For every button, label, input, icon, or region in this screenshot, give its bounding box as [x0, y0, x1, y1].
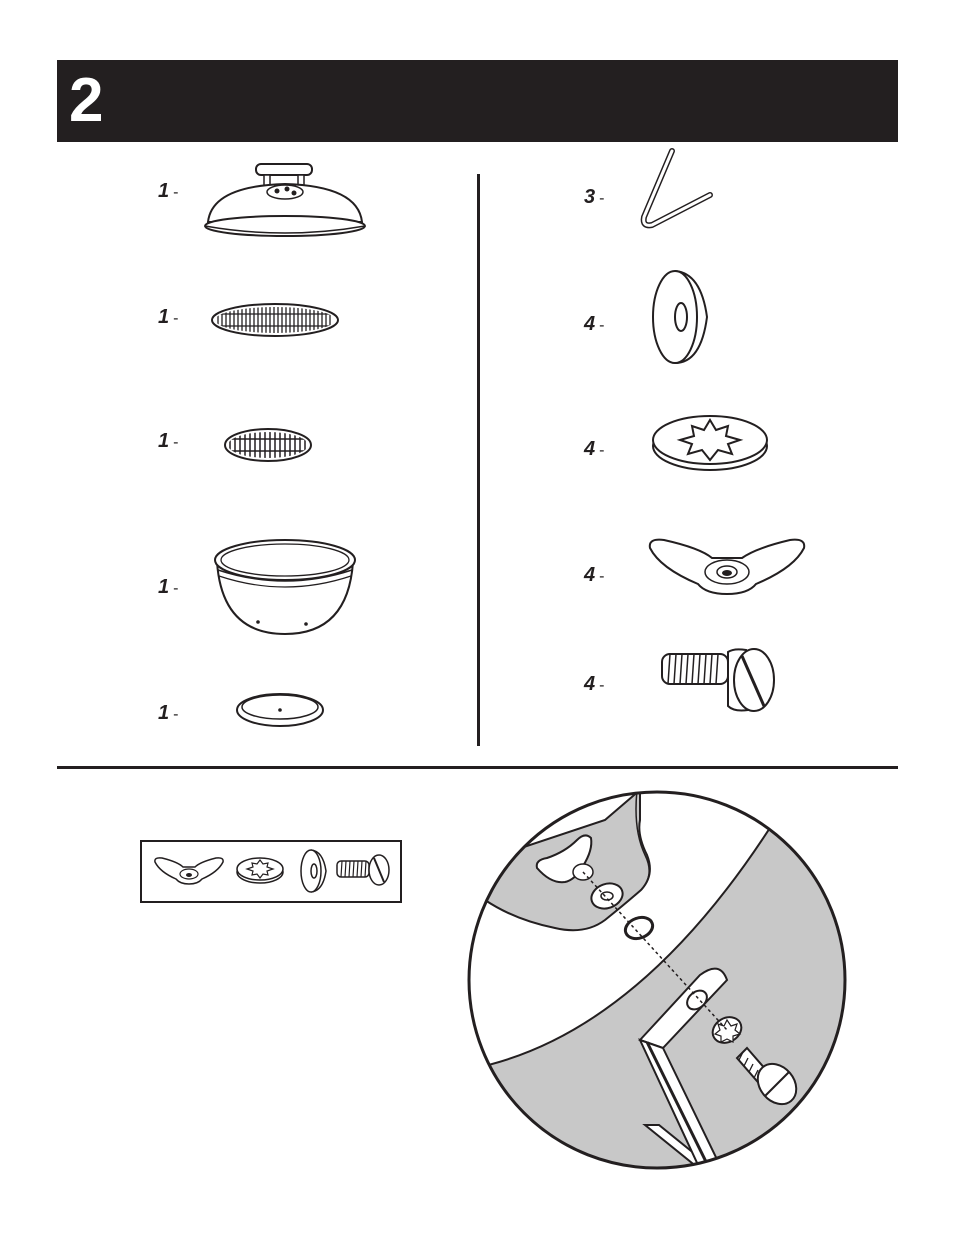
- wing-nut-icon: [644, 532, 810, 602]
- part-qty-bowl: 1-: [158, 576, 178, 599]
- part-qty-bolt: 4-: [584, 673, 604, 696]
- part-qty-charcoal-grate: 1-: [158, 430, 178, 453]
- lock-washer-icon: [648, 410, 774, 474]
- part-qty-lock-washer: 4-: [584, 438, 604, 461]
- part-qty-wing-nut: 4-: [584, 564, 604, 587]
- part-qty-cooking-grate: 1-: [158, 306, 178, 329]
- bowl-icon: [210, 536, 360, 638]
- ash-pan-icon: [232, 686, 328, 730]
- charcoal-grate-icon: [222, 426, 314, 464]
- leg-assembly-detail-icon: [465, 780, 850, 1180]
- lid-icon: [200, 160, 370, 242]
- part-qty-flat-washer: 4-: [584, 313, 604, 336]
- flat-washer-icon: [298, 847, 330, 895]
- bolt-icon: [334, 853, 392, 889]
- leg-clip-icon: [630, 145, 720, 233]
- part-qty-lid: 1-: [158, 180, 178, 203]
- part-qty-ash-pan: 1-: [158, 702, 178, 725]
- section-divider: [57, 766, 898, 769]
- hardware-kit-box: [140, 840, 402, 903]
- wing-nut-icon: [152, 854, 226, 888]
- flat-washer-icon: [645, 265, 717, 370]
- column-divider: [477, 174, 480, 746]
- part-qty-leg-clip: 3-: [584, 186, 604, 209]
- cooking-grate-icon: [208, 300, 342, 340]
- step-header: 2: [57, 60, 898, 142]
- bolt-icon: [656, 644, 782, 718]
- step-number: 2: [69, 64, 103, 138]
- lock-washer-icon: [234, 853, 286, 887]
